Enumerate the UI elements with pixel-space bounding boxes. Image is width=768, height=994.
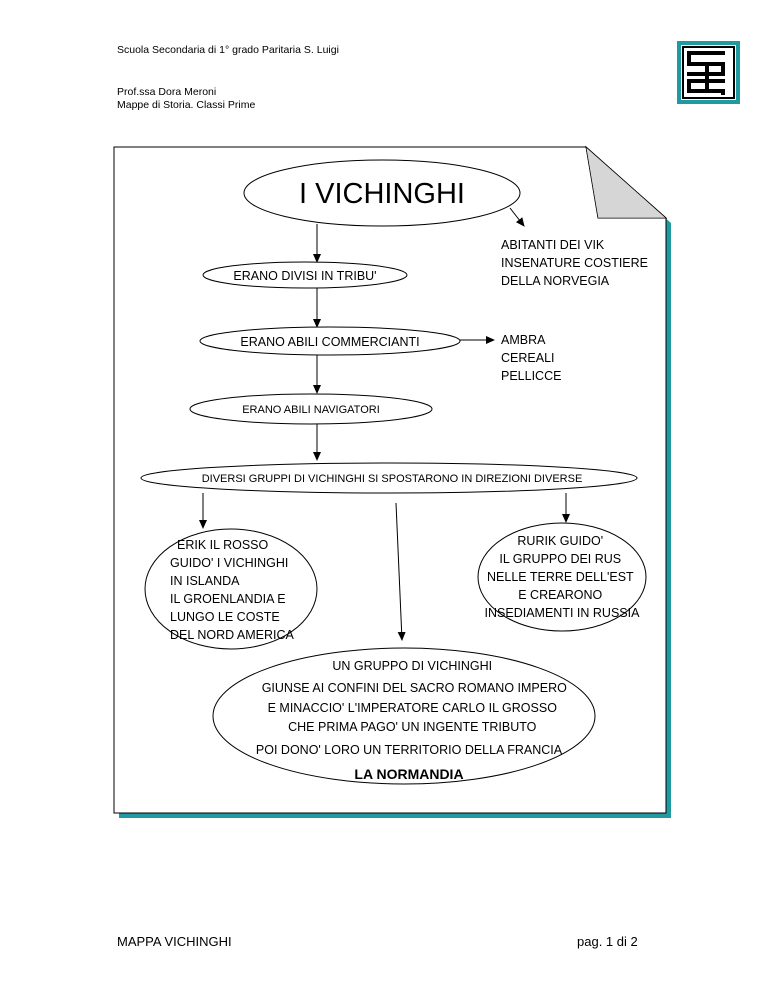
page-number: pag. 1 di 2 <box>577 934 638 949</box>
rurik-line: IL GRUPPO DEI RUS <box>499 552 621 566</box>
commercianti-text: ERANO ABILI COMMERCIANTI <box>240 335 419 349</box>
normandia-title: LA NORMANDIA <box>354 766 463 782</box>
erik-ellipse <box>144 528 318 650</box>
normandia-line: POI DONO' LORO UN TERRITORIO DELLA FRANC… <box>256 743 563 757</box>
merci-line: CEREALI <box>501 351 555 365</box>
erik-line: LUNGO LE COSTE <box>170 610 280 624</box>
tribu-ellipse <box>202 261 408 289</box>
footer-title: MAPPA VICHINGHI <box>117 934 232 949</box>
rurik-ellipse <box>477 522 647 632</box>
arrow-abitanti <box>509 207 525 227</box>
school-name: Scuola Secondaria di 1° grado Paritaria … <box>117 44 339 56</box>
merci-text: AMBRA CEREALI PELLICCE <box>501 333 561 383</box>
abitanti-line: ABITANTI DEI VIK <box>501 238 605 252</box>
abitanti-line: DELLA NORVEGIA <box>501 274 610 288</box>
title-ellipse <box>243 159 521 227</box>
rurik-line: INSEDIAMENTI IN RUSSIA <box>485 606 641 620</box>
erik-line: IN ISLANDA <box>170 574 240 588</box>
rurik-line: RURIK GUIDO' <box>517 534 603 548</box>
erik-line: IL GROENLANDIA E <box>170 592 286 606</box>
erik-text: ERIK IL ROSSO GUIDO' I VICHINGHI IN ISLA… <box>170 538 295 642</box>
rurik-text: RURIK GUIDO' IL GRUPPO DEI RUS NELLE TER… <box>485 534 641 620</box>
school-logo-icon <box>677 41 740 104</box>
abitanti-line: INSENATURE COSTIERE <box>501 256 648 270</box>
normandia-line: CHE PRIMA PAGO' UN INGENTE TRIBUTO <box>288 720 537 734</box>
map-title: I VICHINGHI <box>299 178 465 210</box>
abitanti-text: ABITANTI DEI VIK INSENATURE COSTIERE DEL… <box>501 238 652 288</box>
normandia-ellipse <box>212 647 596 785</box>
rurik-line: E CREARONO <box>518 588 602 602</box>
normandia-line: UN GRUPPO DI VICHINGHI <box>332 659 492 673</box>
document-subject: Mappe di Storia. Classi Prime <box>117 99 256 111</box>
erik-line: DEL NORD AMERICA <box>170 628 295 642</box>
rurik-line: NELLE TERRE DELL'EST <box>487 570 634 584</box>
merci-line: AMBRA <box>501 333 546 347</box>
arrow-normandia <box>395 502 406 641</box>
merci-line: PELLICCE <box>501 369 561 383</box>
normandia-text: UN GRUPPO DI VICHINGHI GIUNSE AI CONFINI… <box>256 659 570 757</box>
erik-line: ERIK IL ROSSO <box>177 538 269 552</box>
navigatori-ellipse <box>189 393 433 425</box>
tribu-text: ERANO DIVISI IN TRIBU' <box>233 269 376 283</box>
gruppi-text: DIVERSI GRUPPI DI VICHINGHI SI SPOSTARON… <box>202 473 583 485</box>
commercianti-ellipse <box>199 326 461 356</box>
navigatori-text: ERANO ABILI NAVIGATORI <box>242 404 380 416</box>
normandia-line: GIUNSE AI CONFINI DEL SACRO ROMANO IMPER… <box>262 681 567 695</box>
normandia-line: E MINACCIO' L'IMPERATORE CARLO IL GROSSO <box>268 701 558 715</box>
teacher-name: Prof.ssa Dora Meroni <box>117 86 217 98</box>
erik-line: GUIDO' I VICHINGHI <box>170 556 288 570</box>
gruppi-ellipse <box>140 462 638 494</box>
